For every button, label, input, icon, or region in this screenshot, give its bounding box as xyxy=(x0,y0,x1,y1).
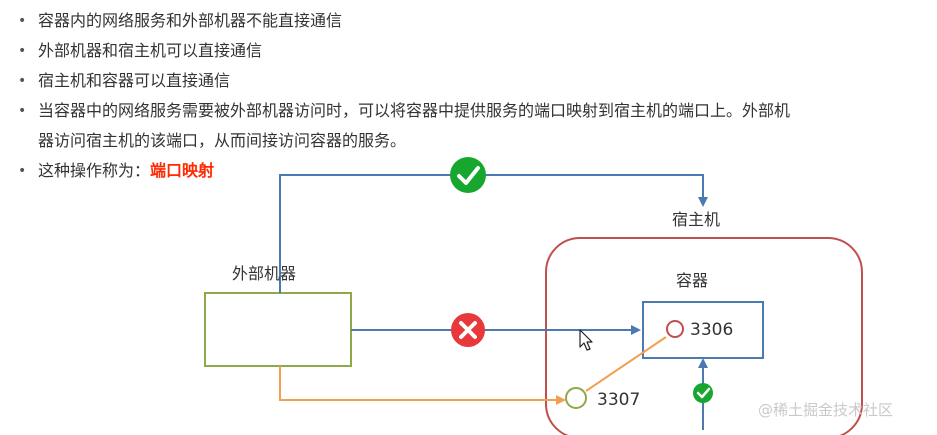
bullet-text: 宿主机和容器可以直接通信 xyxy=(38,71,231,90)
bullet-text: 容器内的网络服务和外部机器不能直接通信 xyxy=(38,11,343,30)
bullet-item: • 这种操作称为：端口映射 xyxy=(14,156,894,186)
bullet-dot: • xyxy=(18,73,27,89)
port-mapping-highlight: 端口映射 xyxy=(150,161,215,180)
external-to-host-arrow xyxy=(279,174,708,293)
bullet-dot: • xyxy=(18,43,27,59)
bullet-text-line2: 器访问宿主机的该端口，从而间接访问容器的服务。 xyxy=(38,131,407,150)
external-machine-box xyxy=(204,292,352,367)
bullet-list: • 容器内的网络服务和外部机器不能直接通信 • 外部机器和宿主机可以直接通信 •… xyxy=(14,6,894,186)
external-machine-label: 外部机器 xyxy=(232,264,296,283)
bullet-text: 这种操作称为： xyxy=(38,161,151,180)
check-icon xyxy=(450,157,486,193)
mouse-cursor-icon xyxy=(579,329,593,351)
container-label: 容器 xyxy=(676,271,708,290)
host-port-circle xyxy=(565,387,587,409)
bullet-text: 外部机器和宿主机可以直接通信 xyxy=(38,41,263,60)
bullet-item: • 当容器中的网络服务需要被外部机器访问时，可以将容器中提供服务的端口映射到宿主… xyxy=(14,96,894,156)
bullet-dot: • xyxy=(18,13,27,29)
container-port-circle xyxy=(666,320,684,338)
bullet-dot: • xyxy=(18,163,27,179)
host-port-label: 3307 xyxy=(597,390,640,410)
small-check-icon xyxy=(693,383,713,403)
bullet-dot: • xyxy=(18,103,27,119)
external-to-host-port-arrow xyxy=(279,366,566,405)
host-label: 宿主机 xyxy=(672,210,720,229)
port-mapping-line xyxy=(585,336,667,392)
host-machine-box xyxy=(545,237,863,435)
bullet-item: • 容器内的网络服务和外部机器不能直接通信 xyxy=(14,6,894,36)
cross-icon xyxy=(451,313,485,347)
container-port-label: 3306 xyxy=(690,320,733,340)
bullet-text-line1: 当容器中的网络服务需要被外部机器访问时，可以将容器中提供服务的端口映射到宿主机的… xyxy=(38,101,791,120)
watermark: @稀土掘金技术社区 xyxy=(758,401,893,419)
bullet-item: • 宿主机和容器可以直接通信 xyxy=(14,66,894,96)
bullet-item: • 外部机器和宿主机可以直接通信 xyxy=(14,36,894,66)
